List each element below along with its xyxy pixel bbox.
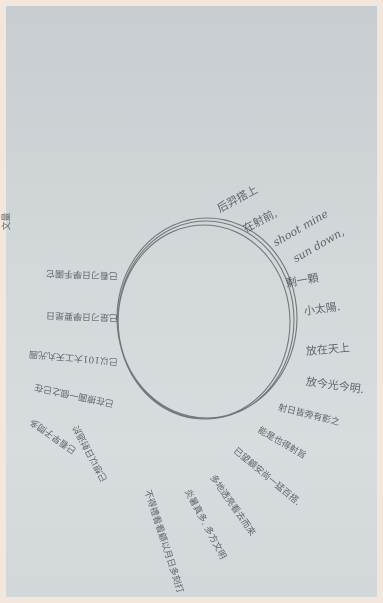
ray-21: 文量 (4, 212, 13, 230)
paper-sheet: 后羿搭上 在射前, shoot mine sun down, 剩一顆 小太陽. … (6, 6, 377, 597)
ray-20: 已看刁日學手園它 (46, 267, 118, 279)
ray-19: 已是刁日學要是日 (46, 309, 118, 321)
